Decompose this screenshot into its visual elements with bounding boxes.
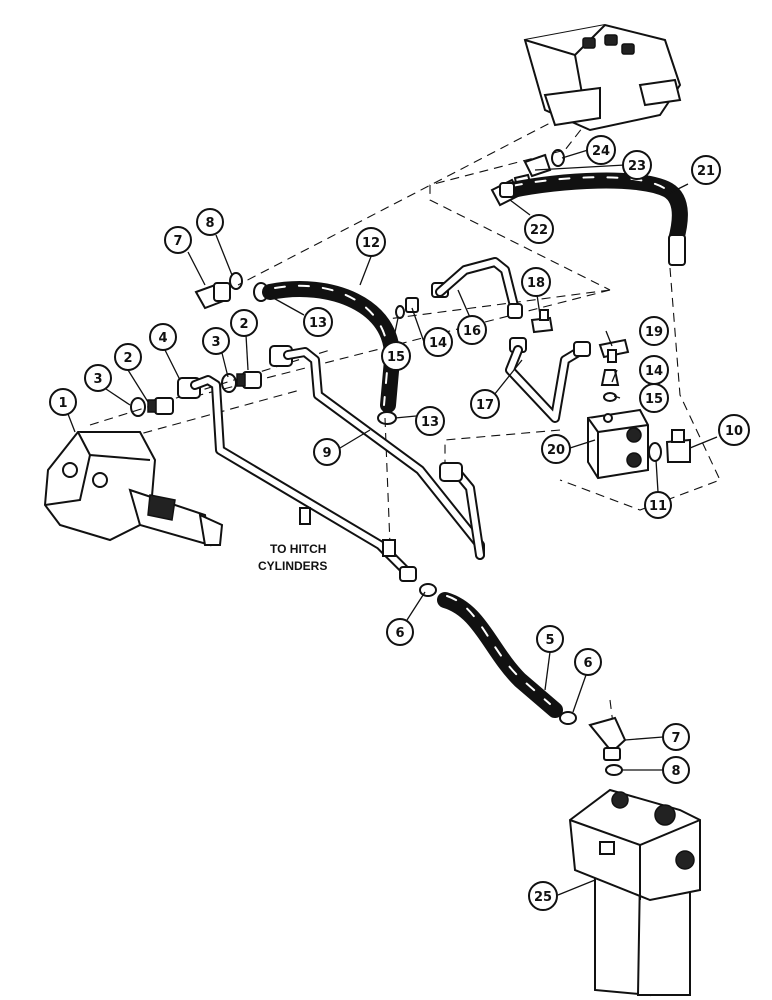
tube-16-assembly [395, 257, 523, 319]
callout-13: 13 [415, 406, 445, 436]
callout-2: 2 [114, 343, 142, 371]
callout-18: 18 [521, 267, 551, 297]
elbow-adapter-10 [648, 429, 691, 463]
svg-text:13: 13 [421, 415, 439, 430]
callout-14: 14 [639, 355, 669, 385]
callout-21: 21 [691, 155, 721, 185]
svg-text:7: 7 [173, 234, 182, 249]
callout-20: 20 [541, 434, 571, 464]
hose-assembly-21 [499, 172, 688, 266]
svg-text:11: 11 [649, 499, 667, 514]
elbow-fitting-lower [588, 716, 627, 776]
callout-6: 6 [574, 648, 602, 676]
svg-text:17: 17 [476, 398, 494, 413]
callout-15: 15 [381, 341, 411, 371]
svg-text:19: 19 [645, 325, 663, 340]
hitch-control-valve [43, 431, 224, 547]
filter-assembly-25 [568, 788, 701, 997]
callout-15: 15 [639, 383, 669, 413]
callout-6: 6 [386, 618, 414, 646]
svg-text:13: 13 [309, 316, 327, 331]
annotation-line-2: CYLINDERS [258, 559, 327, 573]
remote-control-valve [523, 23, 682, 132]
assembly-dashed-lines [89, 109, 721, 741]
svg-text:2: 2 [123, 351, 132, 366]
callout-23: 23 [622, 150, 652, 180]
svg-text:21: 21 [697, 164, 715, 179]
callout-3: 3 [202, 327, 230, 355]
svg-text:10: 10 [725, 424, 743, 439]
callout-9: 9 [313, 438, 341, 466]
svg-text:15: 15 [387, 350, 405, 365]
callout-5: 5 [536, 625, 564, 653]
callout-8: 8 [196, 208, 224, 236]
callout-10: 10 [718, 414, 750, 446]
callout-3: 3 [84, 364, 112, 392]
svg-text:22: 22 [530, 223, 548, 238]
callout-24: 24 [586, 135, 616, 165]
callout-8: 8 [662, 756, 690, 784]
svg-text:12: 12 [362, 236, 380, 251]
callout-22: 22 [524, 214, 554, 244]
callout-16: 16 [457, 315, 487, 345]
svg-text:16: 16 [463, 324, 481, 339]
svg-text:25: 25 [534, 890, 552, 905]
svg-text:14: 14 [429, 336, 447, 351]
svg-text:24: 24 [592, 144, 610, 159]
callout-19: 19 [639, 316, 669, 346]
return-tube-9 [190, 347, 485, 582]
svg-text:8: 8 [205, 216, 214, 231]
suction-hose-5 [419, 583, 577, 725]
manifold-block-20 [587, 408, 649, 480]
svg-text:8: 8 [671, 764, 680, 779]
callout-2: 2 [230, 309, 258, 337]
annotation-line-1: TO HITCH [270, 542, 326, 556]
svg-text:3: 3 [211, 335, 220, 350]
svg-text:18: 18 [527, 276, 545, 291]
svg-text:3: 3 [93, 372, 102, 387]
svg-text:6: 6 [583, 656, 592, 671]
svg-text:23: 23 [628, 159, 646, 174]
svg-text:20: 20 [547, 443, 565, 458]
svg-text:15: 15 [645, 392, 663, 407]
svg-text:6: 6 [395, 626, 404, 641]
callout-25: 25 [528, 881, 558, 911]
callout-7: 7 [164, 226, 192, 254]
svg-text:14: 14 [645, 364, 663, 379]
callout-7: 7 [662, 723, 690, 751]
svg-text:5: 5 [545, 633, 554, 648]
callout-11: 11 [644, 491, 672, 519]
callout-17: 17 [470, 389, 500, 419]
callout-13: 13 [303, 307, 333, 337]
svg-text:7: 7 [671, 731, 680, 746]
svg-text:9: 9 [322, 446, 331, 461]
svg-text:2: 2 [239, 317, 248, 332]
callout-14: 14 [423, 327, 453, 357]
elbow-fitting-upper [194, 272, 243, 310]
leader-lines [67, 149, 718, 896]
callout-1: 1 [49, 388, 77, 416]
svg-text:4: 4 [158, 331, 167, 346]
svg-text:1: 1 [58, 396, 67, 411]
callout-4: 4 [149, 323, 177, 351]
callout-12: 12 [356, 227, 386, 257]
